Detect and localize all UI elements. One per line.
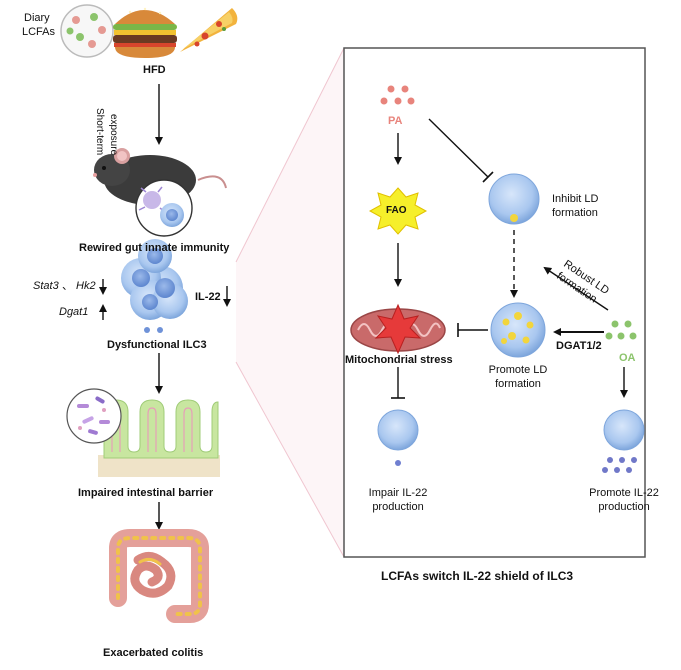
bacteria-zoom-icon: [66, 388, 122, 444]
promote-il22-line2: production: [598, 501, 650, 513]
exposure-label-line1: Short-term: [94, 108, 105, 156]
promote-ld-line1: Promote LD: [488, 364, 548, 376]
mechanism-panel: [343, 47, 646, 558]
dysfunctional-ilc3-label: Dysfunctional ILC3: [107, 339, 207, 351]
lcfa-label-line2: LCFAs: [22, 26, 56, 38]
inhibit-ld-line2: formation: [552, 207, 598, 219]
inhibit-ld-line1: Inhibit LD: [552, 193, 599, 205]
oa-label: OA: [619, 352, 636, 364]
promote-il22-line1: Promote IL-22: [589, 487, 659, 499]
gene-stat3: Stat3: [33, 280, 59, 292]
il22-label: IL-22: [195, 291, 221, 303]
promote-ld-line2: formation: [495, 378, 541, 390]
ilc3-cluster-icon: [121, 239, 188, 333]
zoom-wedge: [236, 48, 344, 557]
hfd-label: HFD: [143, 64, 166, 76]
gene-separator: 、: [62, 280, 73, 292]
ld-promoted-cell-icon: [490, 302, 546, 358]
impaired-barrier-label: Impaired intestinal barrier: [78, 487, 214, 499]
colitis-label: Exacerbated colitis: [103, 647, 204, 659]
oa-dots-icon: [605, 320, 637, 340]
gene-dgat1: Dgat1: [59, 306, 89, 318]
pa-label: PA: [388, 115, 403, 127]
pa-dots-icon: [380, 85, 415, 105]
burger-icon: [113, 7, 177, 58]
gene-hk2: Hk2: [76, 280, 96, 292]
promote-il22-cell-icon: [602, 409, 645, 473]
lcfa-label-line1: Diary: [24, 12, 50, 24]
exposure-label-line2: exposure: [108, 114, 119, 156]
intestinal-villi-icon: [98, 399, 220, 477]
impair-il22-line1: Impair IL-22: [368, 487, 428, 499]
impair-il22-cell-icon: [377, 409, 419, 466]
fao-label: FAO: [386, 205, 407, 216]
lcfa-dish-icon: [60, 4, 114, 58]
impair-il22-line2: production: [372, 501, 424, 513]
mito-stress-label: Mitochondrial stress: [345, 354, 453, 366]
colon-icon: [109, 529, 209, 623]
fao-burst-icon: [368, 187, 428, 235]
gut-immunity-zoom-icon: [135, 179, 193, 237]
pizza-icon: [180, 8, 238, 52]
panel-caption: LCFAs switch IL-22 shield of ILC3: [381, 569, 574, 583]
dgat12-label: DGAT1/2: [556, 340, 602, 352]
ld-inhibited-cell-icon: [488, 173, 540, 225]
rewired-immunity-label: Rewired gut innate immunity: [79, 242, 230, 254]
mitochondrion-icon: [350, 303, 446, 355]
